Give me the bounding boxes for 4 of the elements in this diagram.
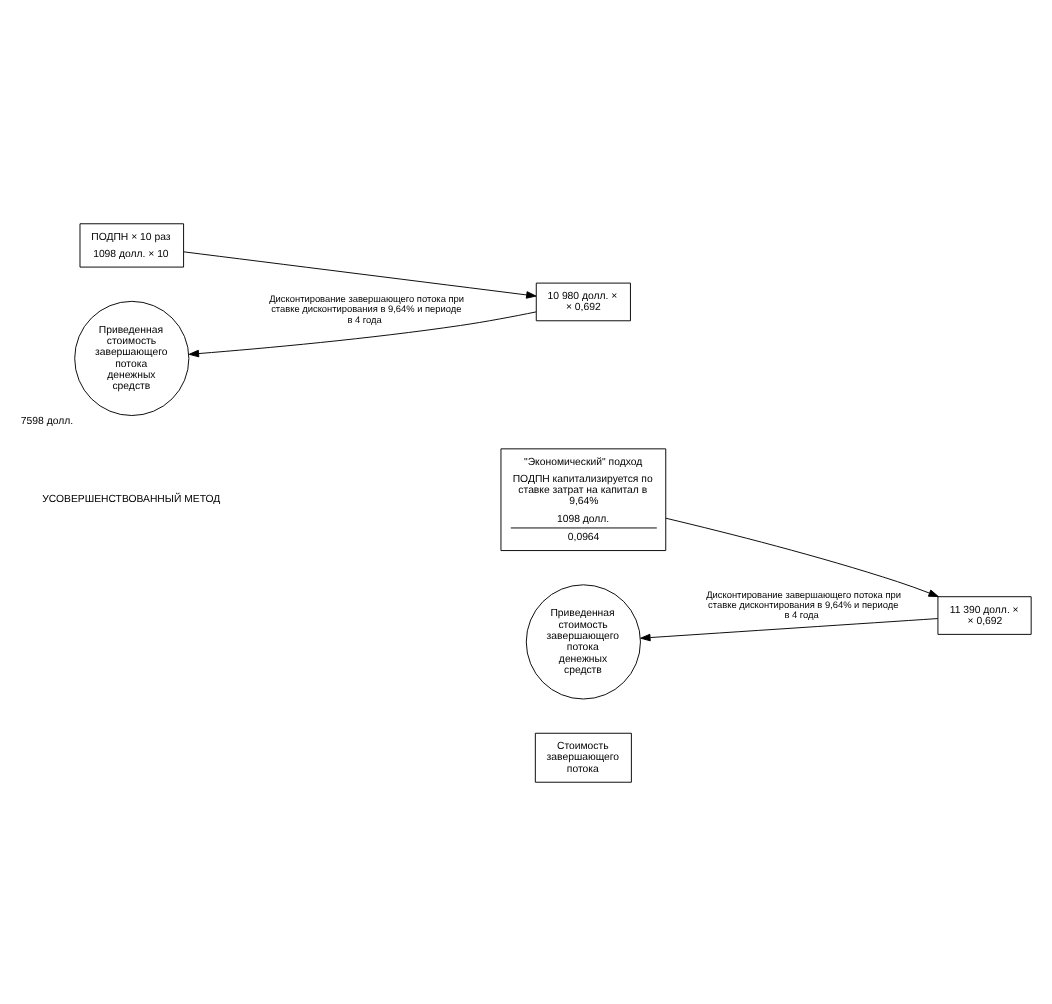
arrow [665, 516, 939, 597]
arrow [183, 250, 537, 298]
arrow [188, 310, 537, 357]
arrow [640, 617, 939, 641]
